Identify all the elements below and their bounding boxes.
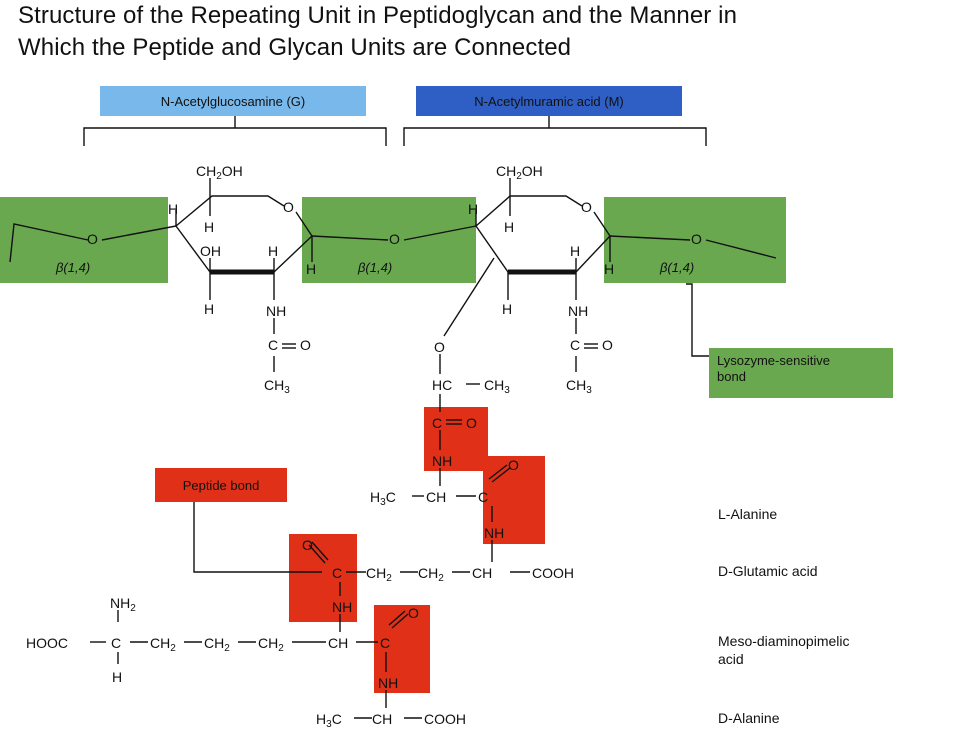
dala-h3c: H3C	[316, 711, 342, 730]
lala-carbonyl-o: O	[466, 415, 477, 431]
m-ch2oh: CH2OH	[496, 163, 543, 182]
dala-cooh: COOH	[424, 711, 466, 727]
label-l-alanine: L-Alanine	[718, 506, 778, 522]
g-ch3: CH3	[264, 377, 290, 396]
m-carbonyl: C	[570, 337, 580, 353]
link-oxygen-middle: O	[389, 231, 400, 247]
n-acetylglucosamine-label: N-Acetylglucosamine (G)	[100, 86, 366, 116]
g-carbonyl: C	[268, 337, 278, 353]
dala-nh: NH	[378, 675, 398, 691]
peptide-bond-highlight-3	[289, 534, 357, 622]
dap-ch2-a: CH2	[150, 635, 176, 654]
m-ch3: CH3	[566, 377, 592, 396]
dglu-ch2-b: CH2	[418, 565, 444, 584]
dap-nh2: NH2	[110, 595, 136, 614]
dap-h: H	[112, 669, 122, 685]
dglu-nh: NH	[484, 525, 504, 541]
m-h2: H	[504, 219, 514, 235]
diagram-title-line-1: Structure of the Repeating Unit in Pepti…	[18, 2, 738, 29]
g-h4: H	[306, 261, 316, 277]
link-oxygen-left: O	[87, 231, 98, 247]
peptide-bond-label: Peptide bond	[155, 468, 287, 502]
g-ch2oh: CH2OH	[196, 163, 243, 182]
m-carbonyl-o: O	[602, 337, 613, 353]
g-oh: OH	[200, 243, 221, 259]
dglu-ch: CH	[472, 565, 492, 581]
g-h3: H	[268, 243, 278, 259]
lala-nh: NH	[432, 453, 452, 469]
dap-ch2-b: CH2	[204, 635, 230, 654]
lactyl-ch3: CH3	[484, 377, 510, 396]
dap-o: O	[408, 605, 419, 621]
label-meso-diaminopimelic-acid: Meso-diaminopimelic acid	[718, 633, 850, 667]
dap-c-amide: C	[380, 635, 390, 651]
label-d-glutamic-acid: D-Glutamic acid	[718, 563, 818, 579]
lysozyme-sensitive-bond-label: Lysozyme-sensitive bond	[709, 348, 893, 398]
peptide-bond-highlight-2	[483, 456, 545, 544]
dglu-gamma-o: O	[302, 537, 313, 553]
dglu-ch2-a: CH2	[366, 565, 392, 584]
lactyl-oxygen: O	[434, 339, 445, 355]
beta-link-middle: β(1,4)	[357, 260, 392, 275]
peptide-bond-highlight-1	[424, 407, 488, 471]
beta-link-right: β(1,4)	[659, 260, 694, 275]
label-d-alanine: D-Alanine	[718, 710, 780, 726]
m-nh: NH	[568, 303, 588, 319]
glycosidic-bond-box-left	[0, 197, 168, 283]
g-h5: H	[204, 301, 214, 317]
dap-c: C	[111, 635, 121, 651]
dap-ch: CH	[328, 635, 348, 651]
m-ring-oxygen: O	[581, 199, 592, 215]
lala-h3c: H3C	[370, 489, 396, 508]
dglu-gamma-c: C	[332, 565, 342, 581]
g-carbonyl-o: O	[300, 337, 311, 353]
lala-o: O	[508, 457, 519, 473]
g-ring-oxygen: O	[283, 199, 294, 215]
lala-carbonyl: C	[432, 415, 442, 431]
glycosidic-bond-box-right	[604, 197, 786, 283]
dala-ch: CH	[372, 711, 392, 727]
g-h1: H	[168, 201, 178, 217]
m-h4: H	[604, 261, 614, 277]
m-h5: H	[502, 301, 512, 317]
n-acetylmuramic-acid-label: N-Acetylmuramic acid (M)	[416, 86, 682, 116]
link-oxygen-right: O	[691, 231, 702, 247]
m-h1: H	[468, 201, 478, 217]
g-h2: H	[204, 219, 214, 235]
dap-ch2-c: CH2	[258, 635, 284, 654]
dap-hooc: HOOC	[26, 635, 68, 651]
glycosidic-bond-box-middle	[302, 197, 476, 283]
m-h3: H	[570, 243, 580, 259]
dglu-cooh: COOH	[532, 565, 574, 581]
g-nh: NH	[266, 303, 286, 319]
dap-nh: NH	[332, 599, 352, 615]
diagram-title-line-2: Which the Peptide and Glycan Units are C…	[18, 34, 572, 61]
lala-c: C	[478, 489, 488, 505]
lactyl-hc: HC	[432, 377, 452, 393]
lala-ch: CH	[426, 489, 446, 505]
beta-link-left: β(1,4)	[55, 260, 90, 275]
